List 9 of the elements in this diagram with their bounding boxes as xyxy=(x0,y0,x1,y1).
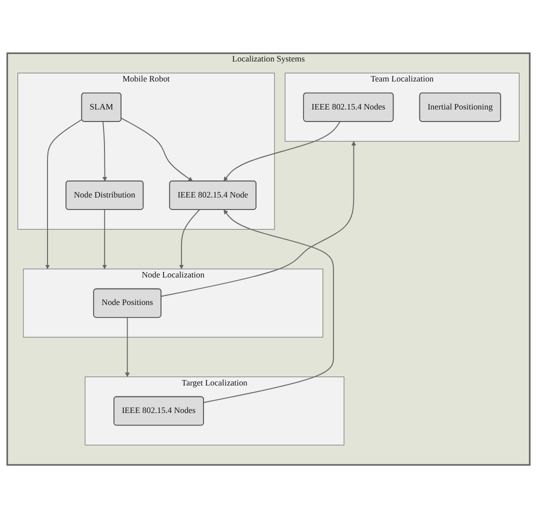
arrow xyxy=(125,317,130,378)
arrow xyxy=(179,209,200,270)
arrow xyxy=(203,210,334,404)
arrow xyxy=(102,122,108,182)
arrow xyxy=(45,120,82,270)
arrow xyxy=(160,142,356,298)
arrow xyxy=(224,122,340,182)
arrow xyxy=(102,209,107,270)
arrow xyxy=(120,118,193,182)
